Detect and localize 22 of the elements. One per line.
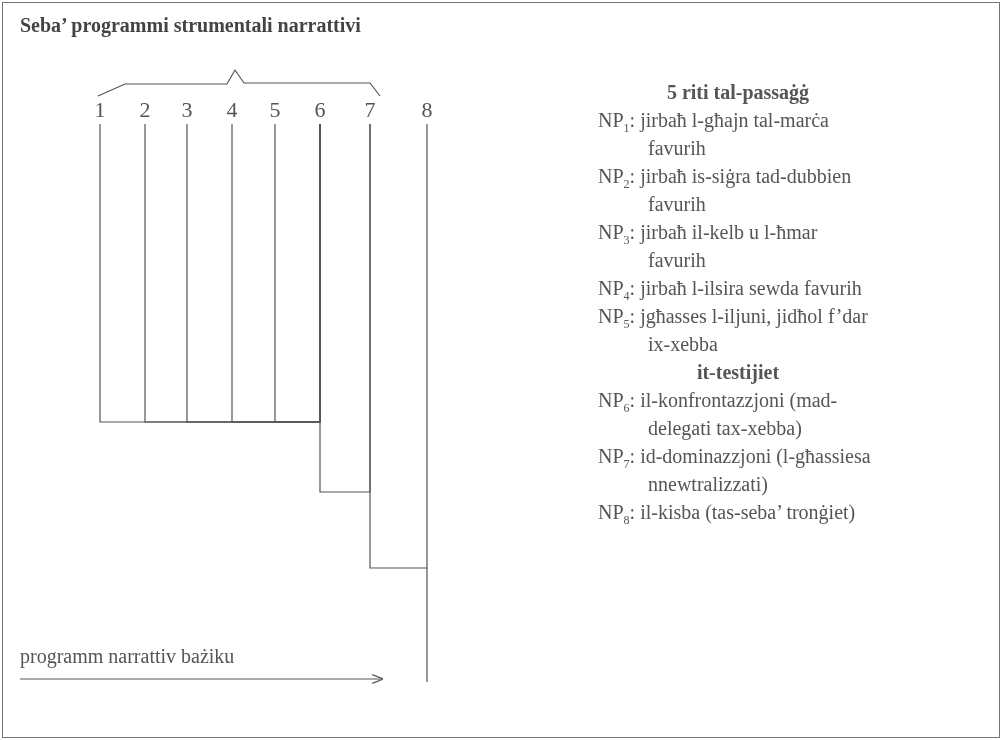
branch-number: 8 [417,98,437,122]
program-description: NP$_{6}$: il-konfrontazzjoni (mad-delegati tax-xebba) [598,388,839,442]
program-description: NP$_{7}$: id-dominazzjoni (l-għassiesa nnewtralizzati) [598,444,872,498]
section-heading: 5 riti tal-passaġġ [665,80,811,106]
program-description: NP$_{3}$: jirbaħ il-kelb u l-ħmar favurih [598,220,819,273]
tree-line [274,123,321,423]
arrow-caption: programm narrattiv bażiku [20,644,235,670]
branch-number: 4 [222,98,242,122]
branch-number: 7 [360,98,380,122]
tree-line [319,123,371,493]
program-description: NP$_{2}$: jirbaħ is-siġra tad-dubbien favurih [598,164,853,217]
branch-number: 6 [310,98,330,122]
tree-line [369,123,428,569]
branch-number: 1 [90,98,110,122]
branch-number: 2 [135,98,155,122]
program-description: NP$_{4}$: jirbaħ l-ilsira sewda favurih [598,276,863,302]
program-description: NP$_{1}$: jirbaħ l-għajn tal-marċa favurih [598,108,830,161]
section-heading: it-testijiet [695,360,781,386]
diagram-title: Seba’ programmi strumentali narrattivi [20,14,361,37]
branch-number: 5 [265,98,285,122]
branch-number: 3 [177,98,197,122]
program-description: NP$_{8}$: il-kisba (tas-seba’ tronġiet) [598,500,857,526]
